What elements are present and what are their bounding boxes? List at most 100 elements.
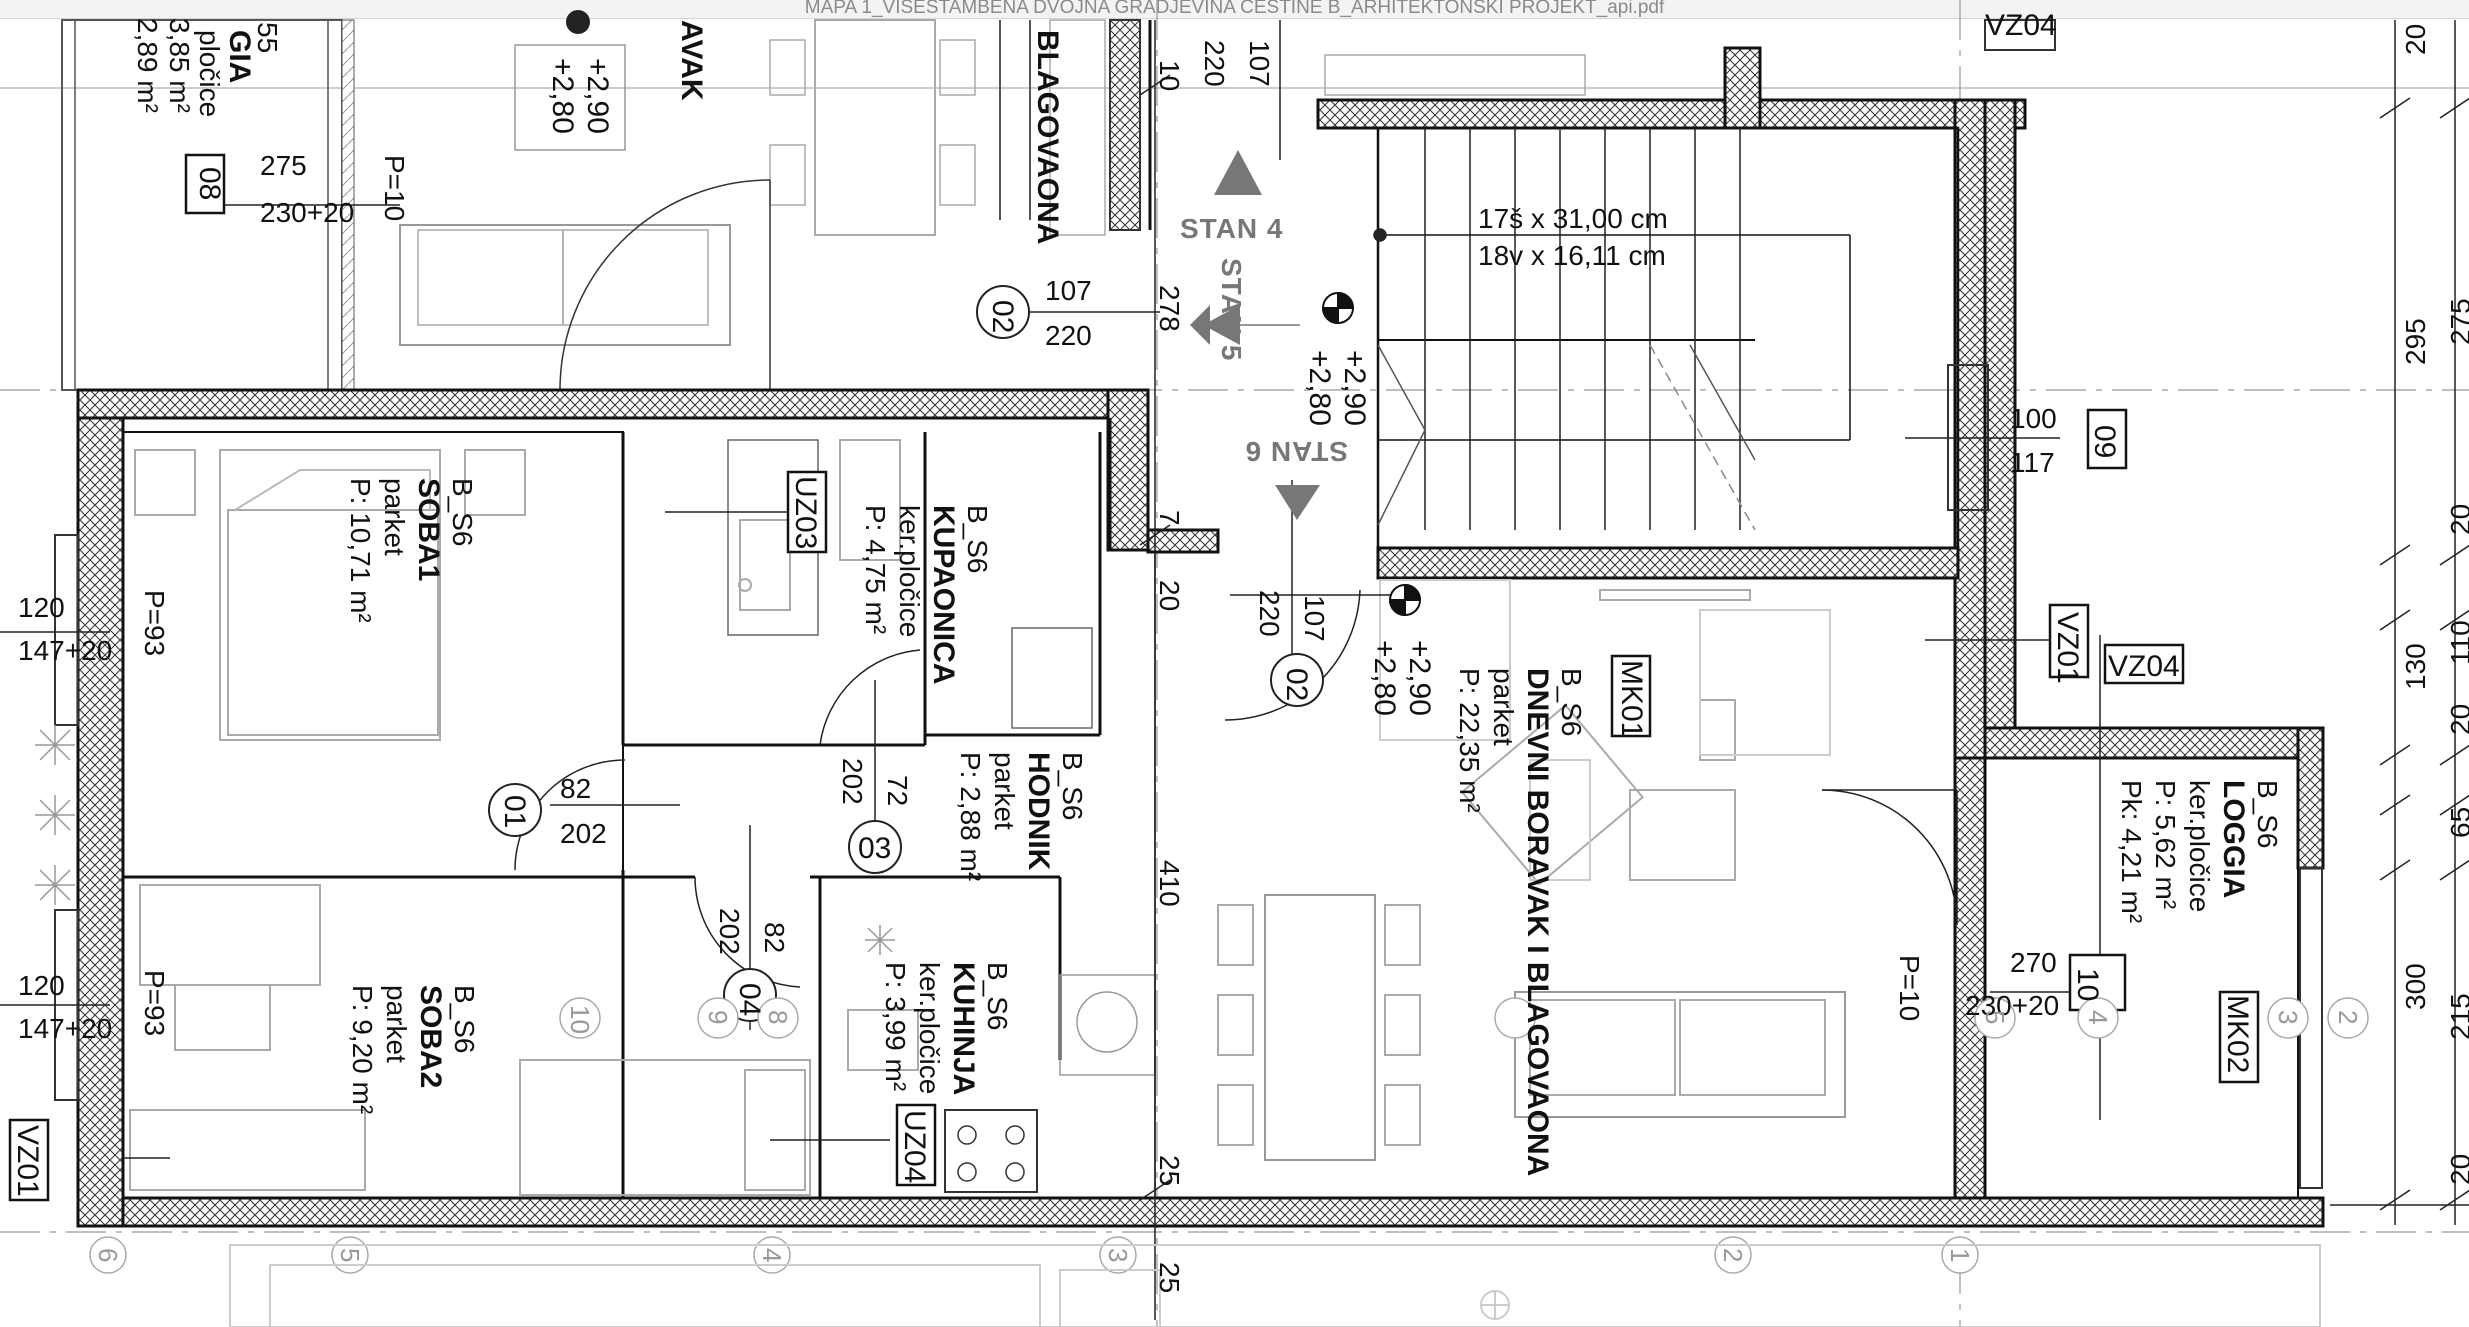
door-01-w: 82 (560, 773, 591, 804)
stair-line-2: 18v x 16,11 cm (1478, 240, 1666, 271)
room-label-kupaonica: B_S6 KUPAONICA ker.pločice P: 4,75 m² (860, 505, 993, 684)
dim-25b: 25 (1154, 1262, 1185, 1293)
dim-r110: 110 (2445, 620, 2469, 665)
room-label-soba2: B_S6 SOBA2 parket P: 9,20 m² (347, 985, 480, 1114)
stan-5-label: STAN 5 (1216, 258, 1247, 362)
window-1-h: 147+20 (18, 635, 112, 666)
furniture-no-4: 4 (2083, 1010, 2113, 1024)
top-level-b: +2,80 (546, 58, 579, 134)
top-door-w: 107 (1244, 40, 1275, 87)
door-02b-w: 107 (1299, 595, 1330, 642)
mk01-tag: MK01 (1615, 660, 1648, 738)
dim-278: 278 (1154, 285, 1185, 332)
top-mid-room-name: AVAK (675, 20, 708, 101)
door-02b-h: 220 (1254, 590, 1285, 637)
dim-410: 410 (1154, 860, 1185, 907)
top-left-room-label: 55 GIA pločice 3,85 m² 2,89 m² (132, 18, 283, 117)
axis-3: 3 (1103, 1248, 1133, 1262)
dim-r130: 130 (2400, 643, 2431, 690)
uz03-tag: UZ03 (789, 476, 822, 549)
furniture-no-5: 5 (1980, 1010, 2010, 1024)
room-label-hodnik: B_S6 HODNIK parket P: 2,88 m² (955, 752, 1088, 881)
hodnik-finish: parket (989, 752, 1020, 830)
axis-6: 6 (93, 1248, 123, 1262)
top-door-h: 220 (1199, 40, 1230, 87)
axis-5: 5 (335, 1248, 365, 1262)
door-02a-w: 107 (1045, 275, 1092, 306)
dimension-lines (0, 20, 2469, 1320)
axis-labels: 6 5 4 3 2 1 (93, 1248, 1975, 1262)
mk02-tag: MK02 (2221, 995, 2254, 1073)
door-02a-h: 220 (1045, 320, 1092, 351)
window-2-parapet: P=93 (139, 970, 170, 1036)
axis-1: 1 (1945, 1248, 1975, 1262)
kuhinja-code: B_S6 (982, 962, 1013, 1031)
window-08-tag: 08 (193, 167, 226, 200)
door-04-tag: 04 (733, 983, 766, 1016)
dim-25a: 25 (1154, 1155, 1185, 1186)
window-2-w: 120 (18, 970, 65, 1001)
opening-08-width: 275 (260, 150, 307, 181)
door-04-h: 202 (714, 908, 745, 955)
furniture-no-9: 9 (703, 1010, 733, 1024)
furniture (54, 364, 2323, 1196)
living-code: B_S6 (1556, 668, 1587, 737)
room-label-kuhinja: B_S6 KUHINJA ker.pločice P: 3,99 m² (880, 962, 1013, 1095)
dim-r275: 275 (2445, 298, 2469, 345)
door-02a-tag: 02 (986, 300, 1019, 333)
stan-4-label: STAN 4 (1180, 213, 1284, 244)
hodnik-code: B_S6 (1057, 752, 1088, 821)
soba1-code: B_S6 (447, 478, 478, 547)
room-label-soba1: B_S6 SOBA1 parket P: 10,71 m² (345, 478, 478, 623)
living-finish: parket (1488, 668, 1519, 746)
walls (76, 46, 2325, 1228)
soba2-name: SOBA2 (414, 985, 447, 1088)
kupaonica-finish: ker.pločice (894, 505, 925, 637)
door-03-tag: 03 (858, 832, 891, 865)
door-02b-tag: 02 (1280, 668, 1313, 701)
loggia-name: LOGGIA (2217, 780, 2250, 898)
loggia-code: B_S6 (2252, 780, 2283, 849)
living-name: DNEVNI BORAVAK I BLAGOVAONA (1521, 668, 1554, 1176)
opening-09-h: 117 (2010, 447, 2055, 478)
stan-6-label: STAN 6 (1245, 436, 1349, 467)
stair-level-b: +2,80 (1303, 350, 1336, 426)
opening-10-h: 230+20 (1965, 990, 2059, 1021)
opening-10-parapet: P=10 (1894, 955, 1925, 1021)
level-markers (1321, 291, 1422, 617)
vz04-top-tag: VZ04 (1985, 9, 2057, 42)
dim-20a: 20 (1154, 580, 1185, 611)
stair-line-1: 17š x 31,00 cm (1478, 203, 1668, 234)
soba1-area: P: 10,71 m² (345, 478, 376, 623)
window-2-h: 147+20 (18, 1013, 112, 1044)
dim-r20c: 20 (2445, 704, 2469, 735)
dim-10: 10 (1154, 60, 1185, 91)
vz04-tag: VZ04 (2108, 650, 2180, 683)
blagovaona-label: BLAGOVAONA (1031, 30, 1064, 244)
window-1-parapet: P=93 (139, 590, 170, 656)
kupaonica-code: B_S6 (962, 505, 993, 574)
soba1-name: SOBA1 (412, 478, 445, 581)
living-level-b: +2,80 (1368, 640, 1401, 716)
opening-08-height: 230+20 (260, 197, 354, 228)
kupaonica-area: P: 4,75 m² (860, 505, 891, 634)
document-title-bar: MAPA 1_VISESTAMBENA DVOJNA GRADJEVINA CE… (0, 0, 2469, 19)
furniture-numbers: 10 9 8 5 4 3 2 (565, 1005, 2363, 1034)
window-1-w: 120 (18, 592, 65, 623)
axis-4: 4 (757, 1248, 787, 1262)
door-03-h: 202 (837, 758, 868, 805)
soba2-finish: parket (381, 985, 412, 1063)
furniture-no-3: 3 (2273, 1010, 2303, 1024)
dim-r295: 295 (2400, 318, 2431, 365)
dim-r300: 300 (2400, 963, 2431, 1010)
window-09-tag: 09 (2088, 425, 2121, 458)
opening-10-w: 270 (2010, 947, 2057, 978)
soba2-area: P: 9,20 m² (347, 985, 378, 1114)
uz04-tag: UZ04 (898, 1110, 931, 1183)
stair-arrows (1190, 150, 1320, 520)
hodnik-area: P: 2,88 m² (955, 752, 986, 881)
axis-2: 2 (1718, 1248, 1748, 1262)
right-dimension-chain: 20 295 275 20 110 130 20 65 300 215 20 (2400, 24, 2469, 1185)
